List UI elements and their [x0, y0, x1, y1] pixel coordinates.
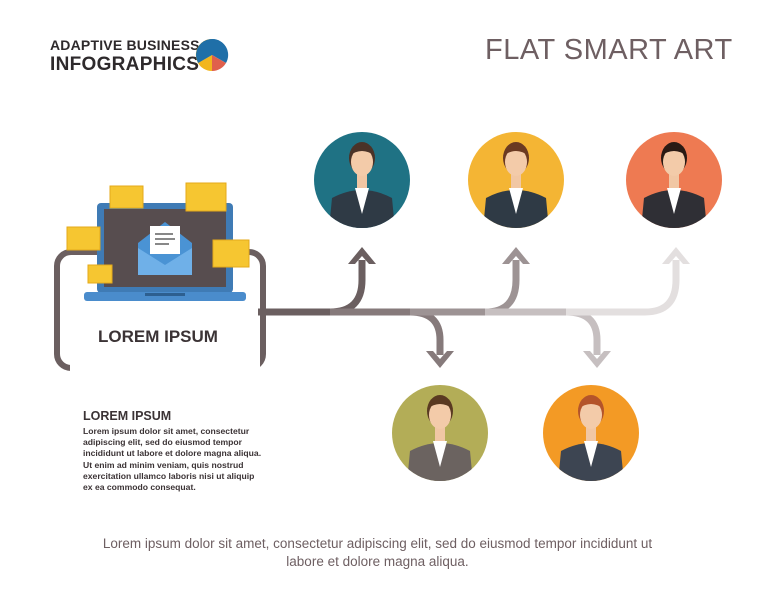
laptop-label: LOREM IPSUM [98, 327, 218, 346]
avatar-man-in-suit [314, 132, 410, 228]
side-body: Lorem ipsum dolor sit amet, consectetur … [83, 426, 262, 493]
avatar-woman-with-tablet [392, 385, 488, 481]
footer-text: Lorem ipsum dolor sit amet, consectetur … [102, 536, 653, 569]
brand-line-1: ADAPTIVE BUSINESS [50, 37, 200, 53]
avatar-woman-with-badge [626, 132, 722, 228]
brand-title: ADAPTIVE BUSINESS INFOGRAPHICS [50, 38, 200, 74]
page-title: FLAT SMART ART [485, 34, 733, 66]
avatar-woman-in-suit [468, 132, 564, 228]
brand-line-2: INFOGRAPHICS [50, 54, 200, 75]
side-heading: LOREM IPSUM [83, 409, 172, 423]
laptop-icon [84, 203, 246, 301]
envelope-icons [66, 182, 250, 284]
logo-pie-icon [195, 38, 229, 72]
flow-arrows [258, 247, 690, 368]
avatar-woman-with-notebook [543, 385, 639, 481]
side-text-block: LOREM IPSUM Lorem ipsum dolor sit amet, … [83, 409, 263, 493]
